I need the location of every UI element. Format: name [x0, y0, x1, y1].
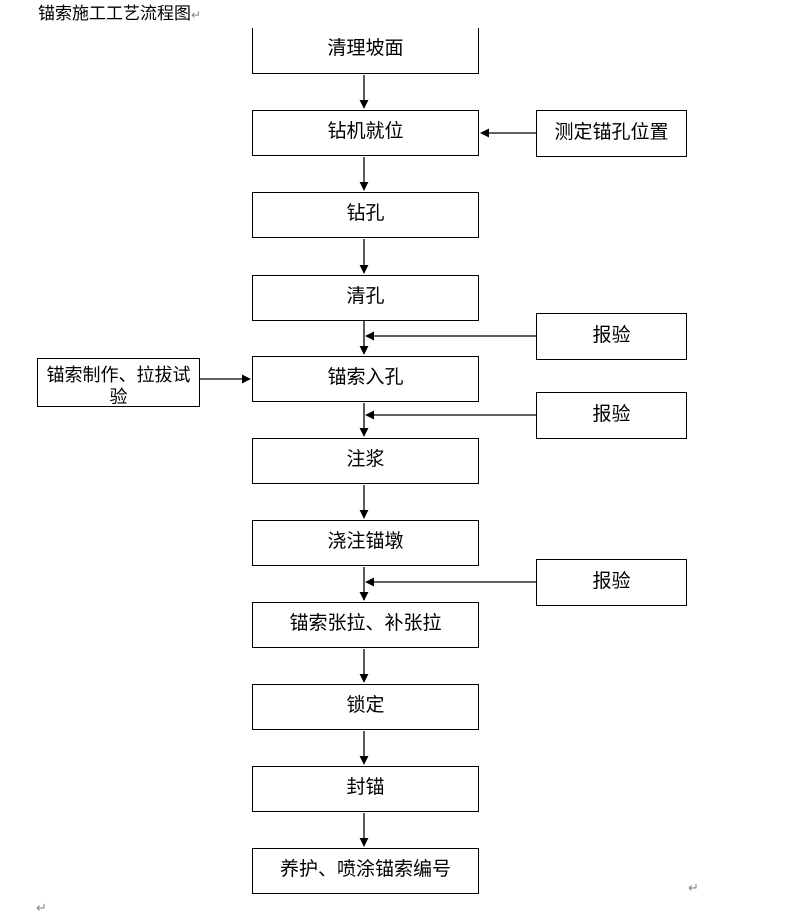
- step-label: 封锚: [346, 776, 385, 798]
- step-drill-hole: 钻孔: [252, 192, 479, 238]
- step-seal-anchor: 封锚: [252, 766, 479, 812]
- step-label: 浇注锚墩: [327, 530, 404, 552]
- input-inspection-2: 报验: [536, 392, 687, 439]
- step-label: 钻机就位: [327, 120, 404, 142]
- step-label: 清孔: [346, 285, 385, 307]
- paragraph-mark-icon: ↵: [36, 901, 47, 916]
- paragraph-mark-icon: ↵: [191, 8, 202, 22]
- title-text: 锚索施工工艺流程图: [38, 4, 191, 24]
- step-label: 钻孔: [346, 202, 385, 224]
- step-tensioning: 锚索张拉、补张拉: [252, 602, 479, 648]
- input-anchor-preparation: 锚索制作、拉拔试验: [37, 358, 200, 407]
- step-label: 锁定: [346, 694, 385, 716]
- input-label: 报验: [592, 570, 631, 592]
- step-label: 锚索张拉、补张拉: [289, 612, 442, 634]
- step-curing-numbering: 养护、喷涂锚索编号: [252, 848, 479, 894]
- step-clear-slope: 清理坡面: [252, 28, 479, 74]
- paragraph-mark-icon: ↵: [688, 881, 699, 896]
- input-label: 报验: [592, 403, 631, 425]
- input-label: 测定锚孔位置: [554, 121, 669, 143]
- step-label: 清理坡面: [327, 37, 404, 59]
- step-clean-hole: 清孔: [252, 275, 479, 321]
- step-drill-position: 钻机就位: [252, 110, 479, 156]
- input-inspection-1: 报验: [536, 313, 687, 360]
- step-insert-anchor: 锚索入孔: [252, 356, 479, 402]
- step-pour-pier: 浇注锚墩: [252, 520, 479, 566]
- input-label: 报验: [592, 324, 631, 346]
- input-measure-position: 测定锚孔位置: [536, 110, 687, 157]
- step-label: 注浆: [346, 448, 385, 470]
- step-lock: 锁定: [252, 684, 479, 730]
- document-title: 锚索施工工艺流程图↵: [38, 4, 201, 25]
- step-label: 养护、喷涂锚索编号: [279, 858, 451, 880]
- step-label: 锚索入孔: [327, 366, 404, 388]
- step-grouting: 注浆: [252, 438, 479, 484]
- input-label: 锚索制作、拉拔试验: [46, 365, 191, 407]
- input-inspection-3: 报验: [536, 559, 687, 606]
